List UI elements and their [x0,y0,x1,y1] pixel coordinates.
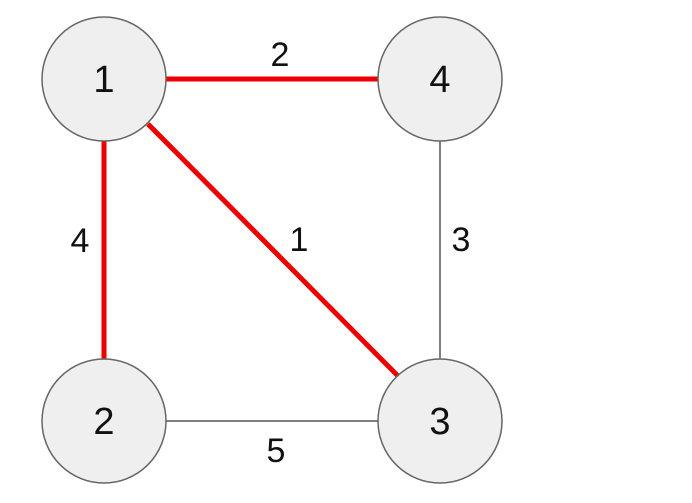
node-3-label: 3 [429,401,450,443]
node-4-circle [377,16,503,142]
node-2: 2 [41,358,167,484]
node-4: 4 [377,16,503,142]
node-3: 3 [377,358,503,484]
edge-weight-2-3: 5 [267,432,286,470]
edge-weight-1-3: 1 [290,221,309,259]
node-2-label: 2 [93,401,114,443]
edge-weight-1-4: 2 [271,36,290,74]
node-4-label: 4 [429,59,450,101]
edge-weight-1-2: 4 [71,222,90,260]
node-2-circle [41,358,167,484]
edge-weight-4-3: 3 [452,221,471,259]
edge-1-3 [146,122,400,378]
node-1: 1 [41,16,167,142]
node-3-circle [377,358,503,484]
node-1-label: 1 [93,59,114,101]
node-1-circle [41,16,167,142]
